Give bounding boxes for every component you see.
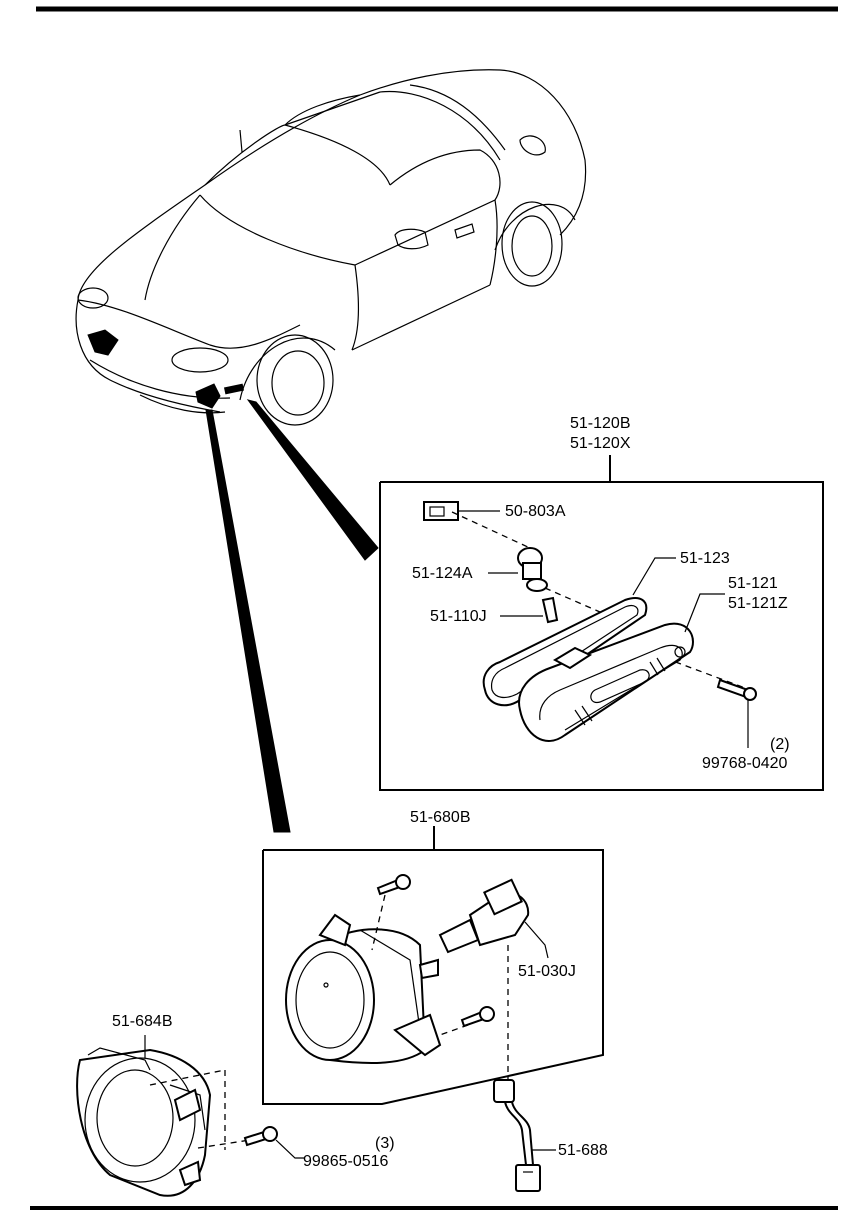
label-socket: 51-124A (412, 565, 473, 582)
leader-wedge-marker (246, 399, 379, 561)
label-gasket: 51-123 (680, 550, 730, 567)
label-bolt: 99865-0516 (303, 1153, 389, 1170)
label-fog-bulb: 51-030J (518, 963, 576, 980)
bracket-assembly (76, 1035, 305, 1197)
left-marker-blob (87, 329, 119, 356)
label-bolt-qty: (3) (375, 1135, 395, 1152)
label-side-marker-assy-a: 51-120B (570, 415, 631, 432)
label-side-marker-assy-b: 51-120X (570, 435, 631, 452)
label-harness: 51-688 (558, 1142, 608, 1159)
harness-assembly (493, 1079, 556, 1192)
fog-lamp-panel (262, 826, 604, 1105)
label-screw-qty: (2) (770, 736, 790, 753)
side-marker-panel (379, 455, 824, 791)
label-fog-lamp-assy: 51-680B (410, 809, 471, 826)
label-lens-b: 51-121Z (728, 595, 788, 612)
label-screw: 99768-0420 (702, 755, 788, 772)
leader-wedge-fog (205, 409, 291, 833)
fog-location-blob (195, 383, 221, 409)
label-socket-clip: 50-803A (505, 503, 566, 520)
label-bulb-wedge: 51-110J (430, 608, 487, 625)
car-illustration (75, 69, 587, 426)
label-lens-a: 51-121 (728, 575, 778, 592)
label-bracket: 51-684B (112, 1013, 173, 1030)
